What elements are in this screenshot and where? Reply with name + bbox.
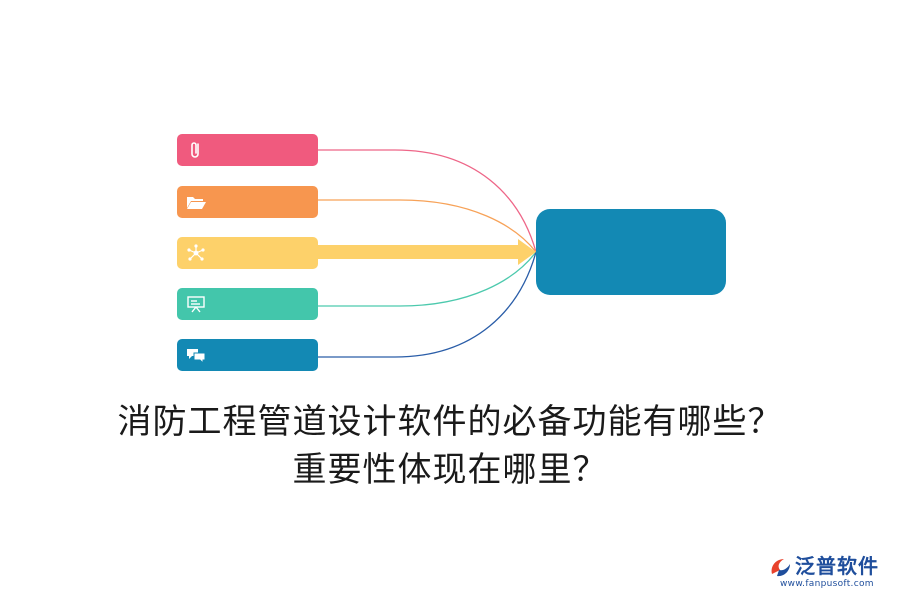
brand-logo: 泛普软件 www.fanpusoft.com (768, 552, 893, 592)
logo-name: 泛普软件 (795, 554, 879, 578)
arrow-head (518, 239, 536, 265)
logo-url: www.fanpusoft.com (780, 579, 874, 589)
pill-5 (177, 339, 318, 371)
pill-1 (177, 134, 318, 166)
target-box (536, 209, 726, 295)
connector-line-1 (318, 149, 537, 253)
connector-line-5 (318, 251, 537, 358)
title-line-1: 消防工程管道设计软件的必备功能有哪些？ (117, 402, 783, 442)
logo-swirl-icon (771, 559, 790, 577)
pill-2 (177, 186, 318, 218)
presentation-board-icon (187, 296, 205, 313)
title-line-2: 重要性体现在哪里？ (292, 450, 608, 490)
arrow-shaft (318, 245, 522, 259)
connector-line-4 (318, 251, 537, 307)
connector-line-2 (318, 199, 537, 253)
pill-3 (177, 237, 318, 269)
pill-4 (177, 288, 318, 320)
paperclip-icon (191, 142, 199, 158)
network-nodes-icon (187, 244, 205, 261)
chat-bubbles-icon (187, 349, 206, 365)
folder-open-icon (187, 197, 206, 209)
